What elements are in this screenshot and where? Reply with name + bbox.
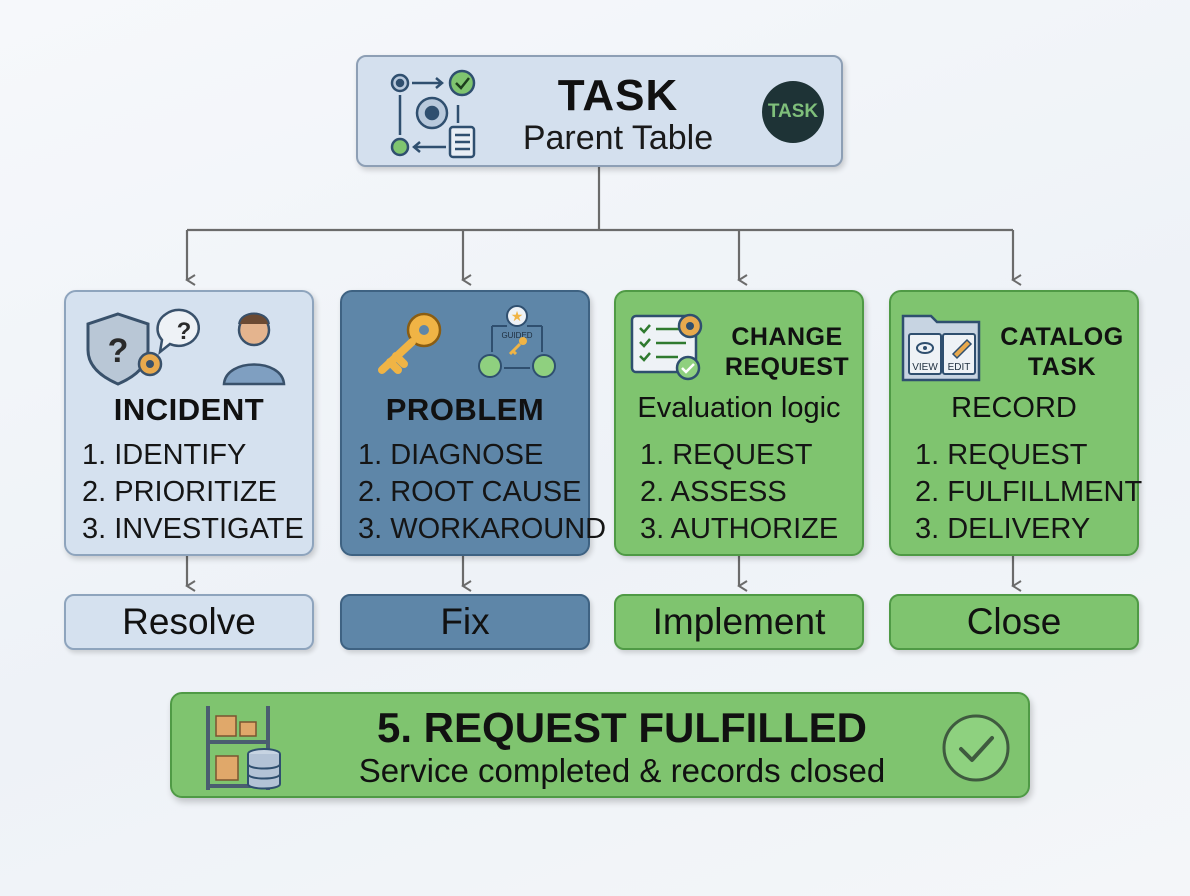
incident-card: ? ? INCIDENT 1. IDENTIFY 2. PRIORITIZE 3… [64,290,314,556]
problem-title: PROBLEM [385,392,545,427]
change-request-title: CHANGE REQUEST [712,322,862,382]
parent-subtitle: Parent Table [522,119,714,157]
final-subtitle: Service completed & records closed [358,752,886,789]
guided-label: GUIDED [501,331,532,340]
catalog-task-title: CATALOG TASK [987,322,1137,382]
catalog-task-subtitle: RECORD [951,392,1077,424]
task-parent-box: TASK Parent Table TASK [356,55,843,167]
title-line: CATALOG [1000,323,1124,351]
svg-text:?: ? [177,318,192,345]
title-line: REQUEST [724,353,850,381]
shield-question-user-icon: ? ? [86,308,286,386]
edit-label: EDIT [948,362,971,373]
step-item: 2. ROOT CAUSE [358,476,582,508]
step-item: 3. WORKAROUND [358,513,607,545]
folder-view-edit-icon: VIEW EDIT [901,314,981,382]
final-title: 5. REQUEST FULFILLED [376,704,867,751]
change-request-card: CHANGE REQUEST Evaluation logic 1. REQUE… [614,290,864,556]
task-badge: TASK [762,81,824,143]
change-request-steps: 1. REQUEST 2. ASSESS 3. AUTHORIZE [640,437,838,548]
step-item: 3. DELIVERY [915,513,1091,545]
problem-outcome: Fix [340,594,590,650]
svg-text:?: ? [108,332,129,370]
parent-title: TASK [557,71,679,120]
step-item: 1. REQUEST [640,439,813,471]
request-fulfilled-banner: 5. REQUEST FULFILLED Service completed &… [170,692,1030,798]
step-item: 2. ASSESS [640,476,787,508]
problem-steps: 1. DIAGNOSE 2. ROOT CAUSE 3. WORKAROUND [358,437,606,548]
title-line: TASK [1027,353,1097,381]
checklist-gear-icon [630,313,703,381]
incident-steps: 1. IDENTIFY 2. PRIORITIZE 3. INVESTIGATE [82,437,304,548]
catalog-task-steps: 1. REQUEST 2. FULFILLMENT 3. DELIVERY [915,437,1142,548]
incident-outcome: Resolve [64,594,314,650]
incident-title: INCIDENT [113,392,265,427]
check-circle-icon [942,714,1010,782]
catalog-task-outcome: Close [889,594,1139,650]
change-request-subtitle: Evaluation logic [637,392,841,424]
step-item: 3. INVESTIGATE [82,513,304,545]
warehouse-database-icon [206,706,281,790]
problem-card: ★ GUIDED PROBLEM 1. DIAGNOSE 2. ROOT CAU… [340,290,606,556]
view-label: VIEW [912,362,938,373]
svg-text:★: ★ [511,308,524,324]
step-item: 1. REQUEST [915,439,1088,471]
step-item: 3. AUTHORIZE [640,513,839,545]
title-line: CHANGE [731,323,843,351]
step-item: 2. FULFILLMENT [915,476,1143,508]
step-item: 1. DIAGNOSE [358,439,544,471]
change-request-outcome: Implement [614,594,864,650]
catalog-task-card: VIEW EDIT CATALOG TASK RECORD 1. REQUEST… [889,290,1142,556]
step-item: 1. IDENTIFY [82,439,247,471]
step-item: 2. PRIORITIZE [82,476,277,508]
gears-workflow-icon [390,69,476,159]
key-network-icon: ★ GUIDED [378,305,556,378]
